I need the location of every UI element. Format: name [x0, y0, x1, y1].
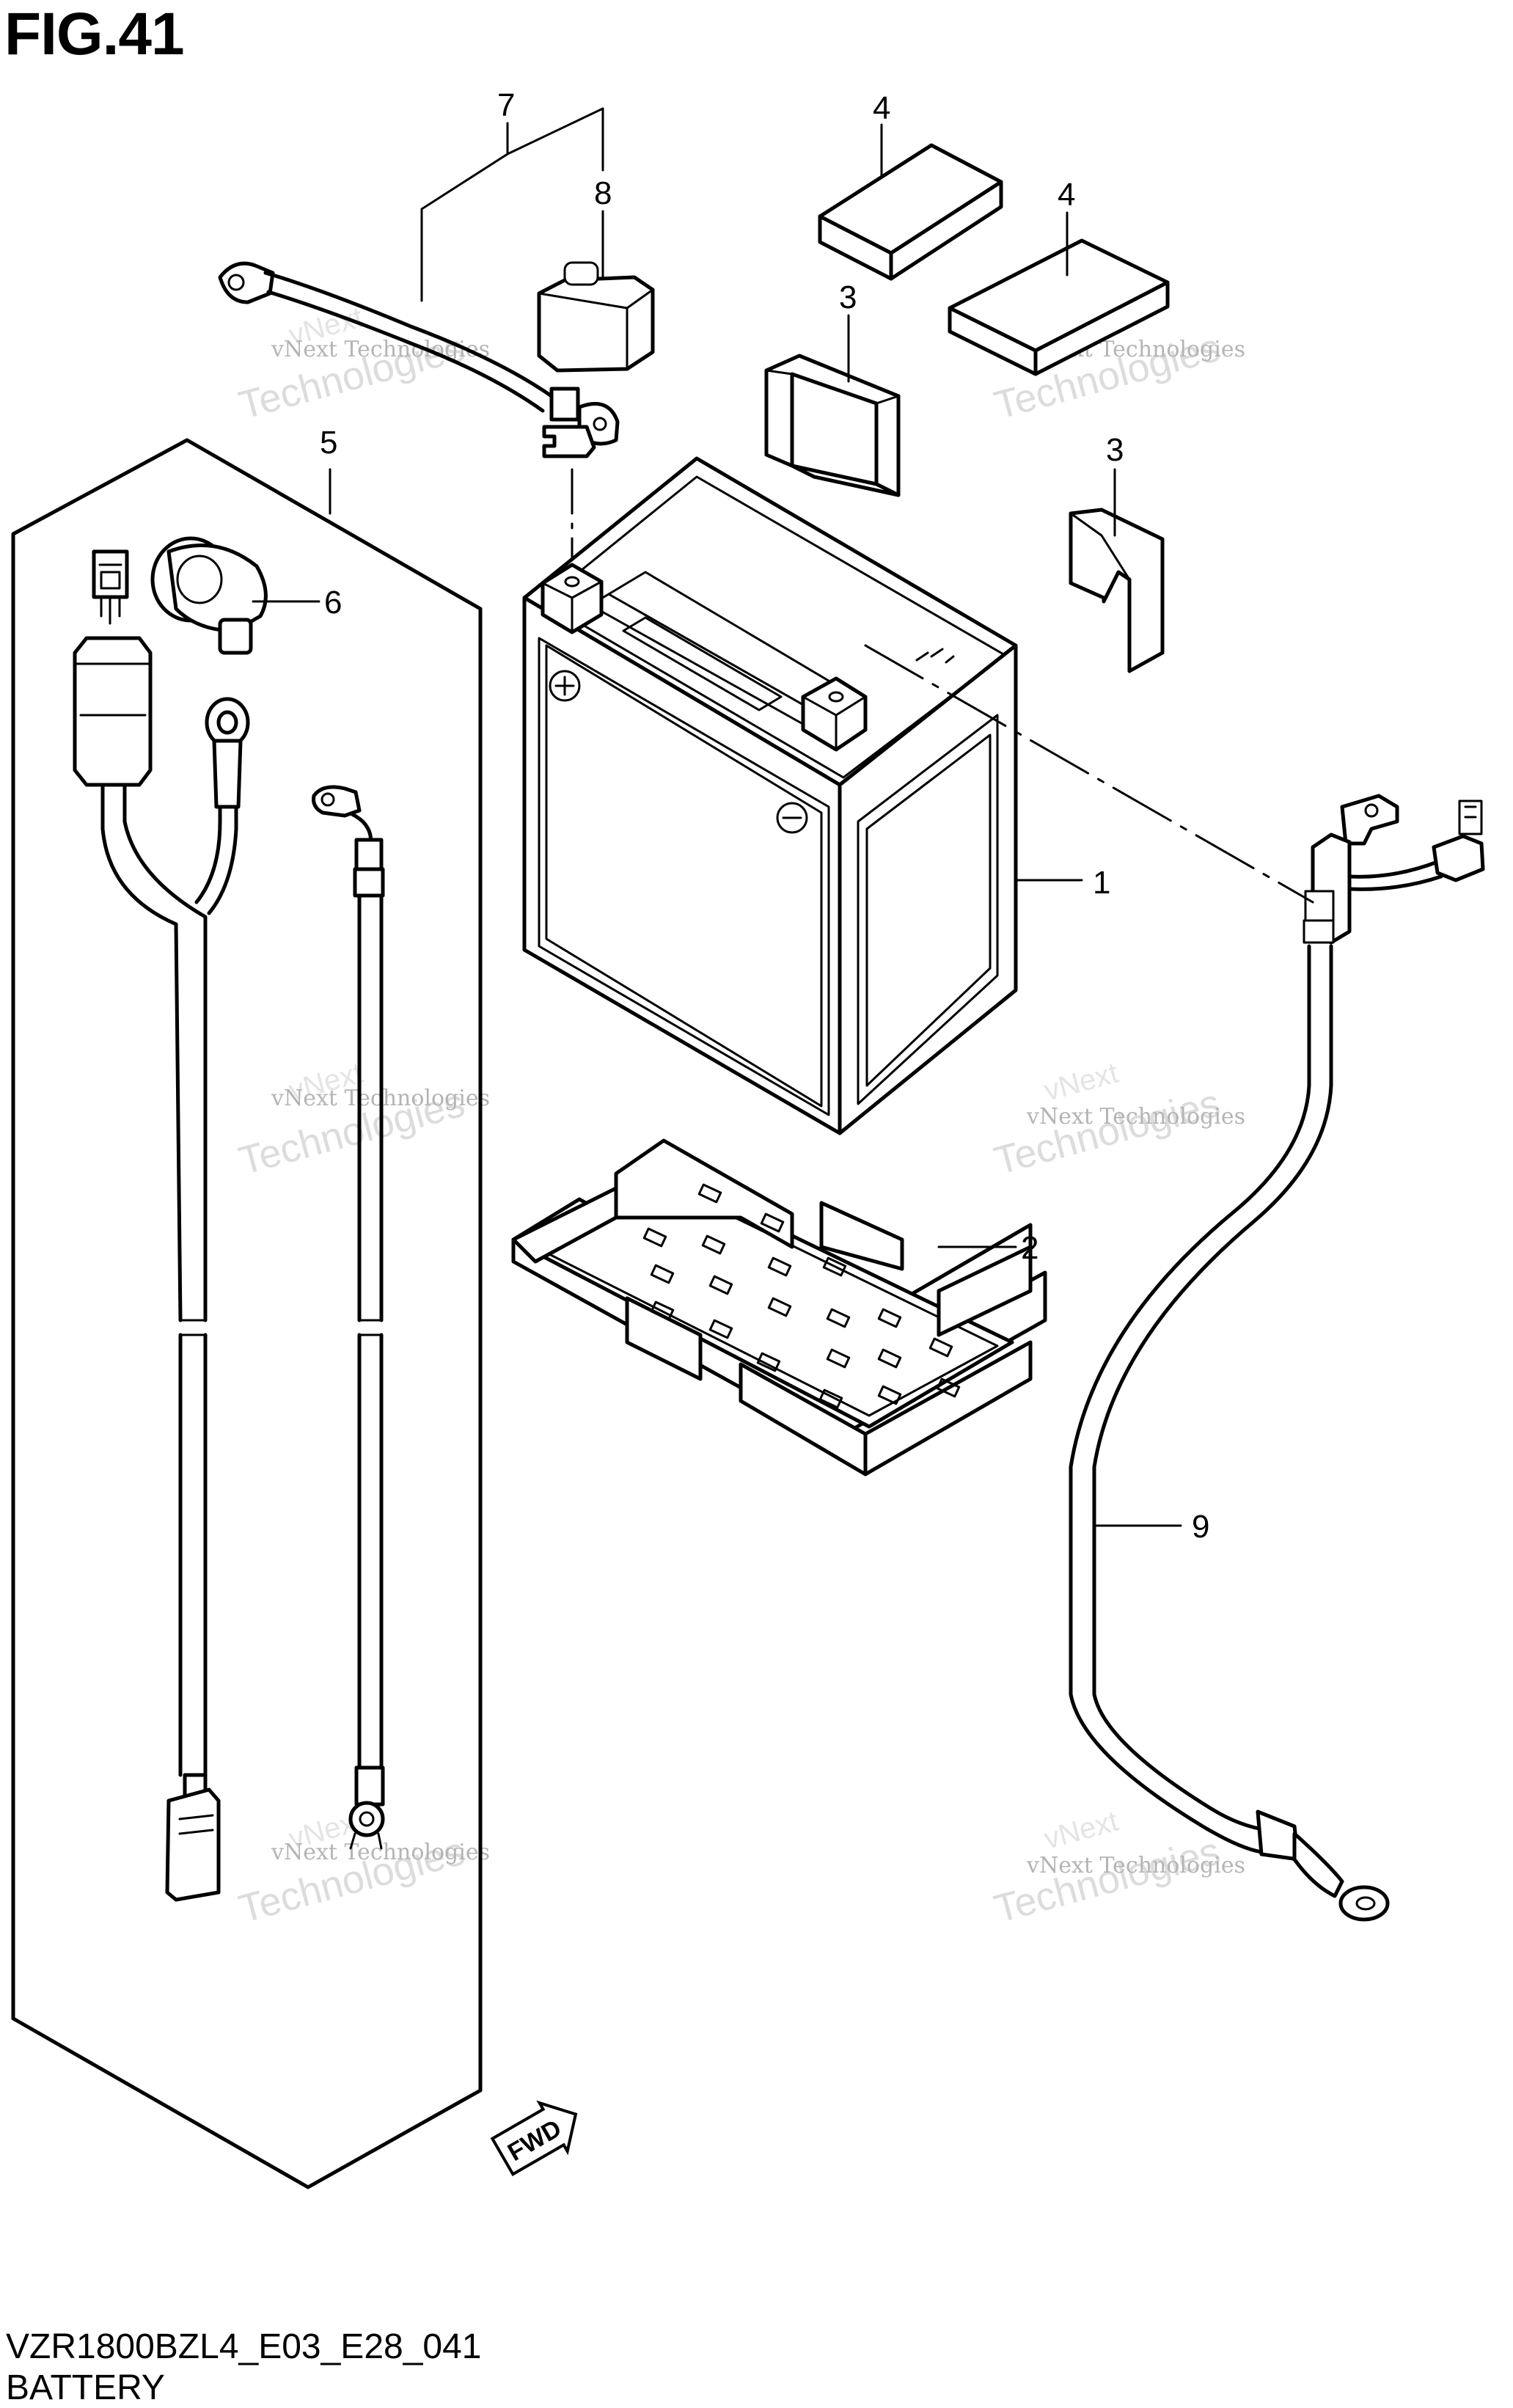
cable-part-9	[1069, 794, 1485, 1922]
pad-part-4-right	[948, 238, 1170, 376]
watermark-vnext: vNext	[1041, 1057, 1121, 1108]
battery-part-1	[522, 456, 1018, 1135]
callout-3-right: 3	[1106, 432, 1124, 468]
callout-6: 6	[324, 585, 342, 621]
watermark-text: vNext Technologies	[1026, 1104, 1245, 1130]
watermark-text: vNext Technologies	[271, 337, 490, 362]
callout-9: 9	[1192, 1509, 1209, 1545]
callout-8: 8	[594, 175, 612, 211]
spacer-part-3-right	[1069, 508, 1165, 673]
harness-part-5-left	[73, 549, 250, 1902]
callout-1: 1	[1093, 865, 1110, 901]
watermark-technologies: Technologies	[990, 1081, 1225, 1184]
pad-part-4-top	[818, 143, 1003, 281]
callout-leaders	[252, 107, 1314, 1527]
callout-2: 2	[1021, 1230, 1038, 1266]
callout-4-right: 4	[1058, 177, 1075, 213]
spacer-part-3-left	[764, 354, 901, 497]
cap-part-6	[150, 536, 268, 655]
diagram-code: VZR1800BZL4_E03_E28_041	[6, 2327, 482, 2366]
fwd-arrow: FWD	[490, 2100, 578, 2176]
callout-4-top: 4	[873, 90, 890, 126]
callout-5: 5	[320, 425, 337, 461]
cable-part-7	[218, 261, 620, 458]
callout-7: 7	[497, 87, 515, 123]
terminal-cover-part-8	[537, 261, 655, 373]
watermark-technologies: Technologies	[990, 1829, 1225, 1932]
tray-part-2	[511, 1138, 1047, 1476]
watermark-text: vNext Technologies	[1026, 1853, 1245, 1878]
watermark-vnext: vNext	[1041, 1805, 1121, 1856]
callout-numbers: 7 8 4 4 3 3 5 6 1 2 9	[320, 87, 1209, 1545]
callout-3-left: 3	[839, 279, 857, 315]
cable-part-5-right	[312, 785, 385, 1850]
figure-title: FIG.41	[4, 1, 185, 67]
diagram-name: BATTERY	[6, 2368, 165, 2407]
